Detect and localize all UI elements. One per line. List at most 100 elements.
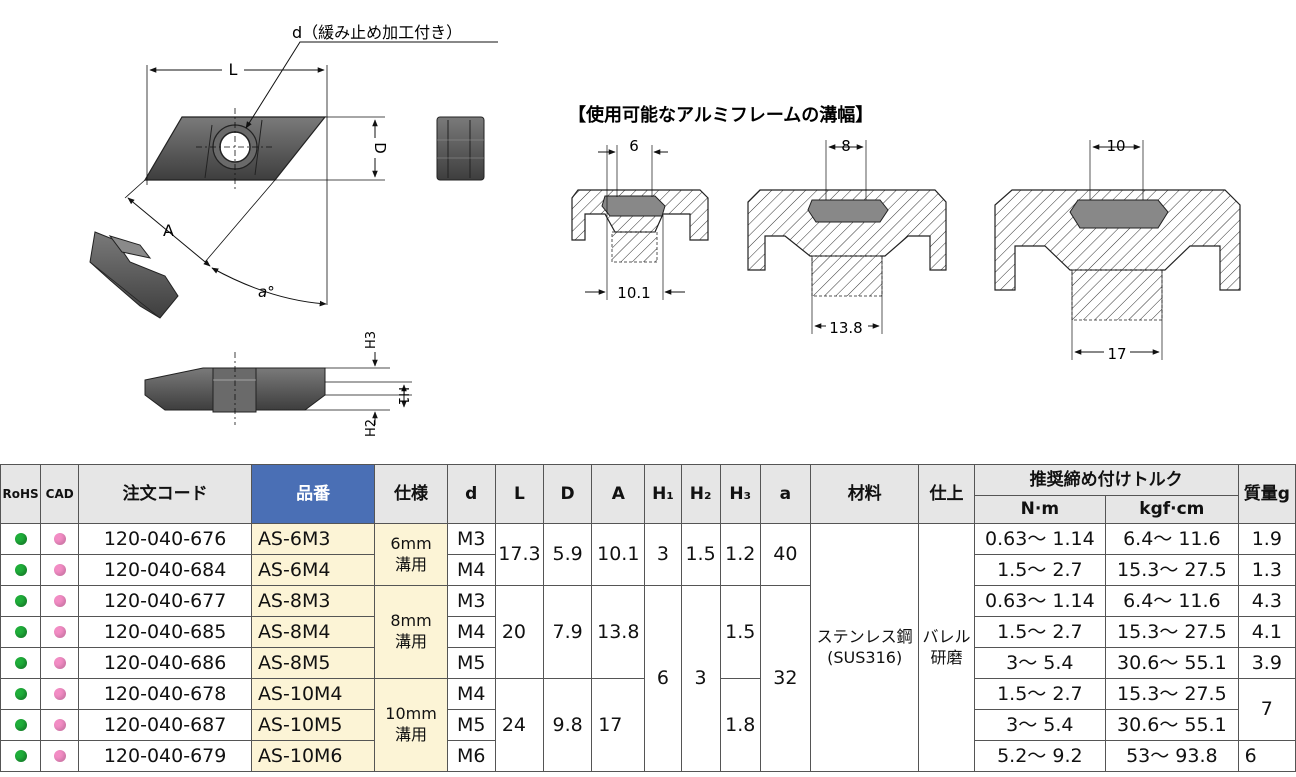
torque-nm: 0.63～ 1.14 — [973, 523, 1107, 555]
order-code[interactable]: 120-040-678 — [78, 678, 252, 710]
order-code[interactable]: 120-040-676 — [78, 523, 252, 555]
mass-cell: 1.9 — [1237, 523, 1296, 555]
col-order-code: 注文コード — [78, 464, 252, 524]
nut-isometric-view — [89, 231, 179, 319]
table-row: 120-040-684 AS-6M4 M4 1.5～ 2.7 15.3～ 27.… — [0, 554, 1296, 586]
cad-cell[interactable] — [40, 523, 80, 555]
order-code[interactable]: 120-040-684 — [78, 554, 252, 586]
torque-nm: 1.5～ 2.7 — [973, 554, 1107, 586]
order-code[interactable]: 120-040-686 — [78, 647, 252, 679]
cad-dot-icon[interactable] — [53, 594, 66, 607]
cad-dot-icon[interactable] — [53, 749, 66, 762]
col-A: A — [591, 464, 646, 524]
rohs-dot-icon — [14, 687, 27, 700]
d-cell: M4 — [446, 554, 496, 586]
torque-nm: 3～ 5.4 — [973, 709, 1107, 741]
rohs-cell — [0, 740, 42, 772]
order-code[interactable]: 120-040-677 — [78, 585, 252, 617]
dim-A-label: A — [163, 221, 174, 240]
rohs-cell — [0, 709, 42, 741]
torque-kgf: 30.6～ 55.1 — [1105, 709, 1239, 741]
cad-cell[interactable] — [40, 616, 80, 648]
H3-cell: 1.2 — [719, 523, 761, 586]
table-row: 120-040-686 AS-8M5 M5 3～ 5.4 30.6～ 55.1 … — [0, 647, 1296, 679]
col-mass: 質量g — [1237, 464, 1296, 524]
torque-kgf: 6.4～ 11.6 — [1105, 523, 1239, 555]
cad-cell[interactable] — [40, 554, 80, 586]
col-d: d — [446, 464, 496, 524]
D-cell: 5.9 — [543, 523, 593, 586]
rohs-cell — [0, 523, 42, 555]
a-cell: 40 — [759, 523, 811, 586]
H3-cell: 1.8 — [719, 678, 761, 772]
nut-top-view — [143, 108, 327, 190]
mass-cell: 4.1 — [1237, 616, 1296, 648]
mass-cell: 3.9 — [1237, 647, 1296, 679]
part-no: AS-10M6 — [250, 740, 376, 772]
cad-cell[interactable] — [40, 647, 80, 679]
torque-nm: 0.63～ 1.14 — [973, 585, 1107, 617]
col-part-no: 品番 — [250, 464, 376, 524]
part-no: AS-8M5 — [250, 647, 376, 679]
rohs-cell — [0, 554, 42, 586]
rohs-dot-icon — [14, 625, 27, 638]
part-no: AS-6M4 — [250, 554, 376, 586]
cad-dot-icon[interactable] — [53, 718, 66, 731]
cad-dot-icon[interactable] — [53, 563, 66, 576]
frame-8-section — [747, 140, 947, 334]
frame-10-top: 10 — [1106, 137, 1125, 155]
cad-cell[interactable] — [40, 585, 80, 617]
col-torque: 推奨締め付けトルク — [973, 464, 1239, 496]
torque-kgf: 53～ 93.8 — [1105, 740, 1239, 772]
d-note: d（緩み止め加工付き） — [292, 23, 462, 42]
col-H1: H₁ — [644, 464, 682, 524]
cad-dot-icon[interactable] — [53, 656, 66, 669]
col-rohs: RoHS — [0, 464, 42, 524]
part-no: AS-8M4 — [250, 616, 376, 648]
rohs-cell — [0, 678, 42, 710]
d-cell: M4 — [446, 616, 496, 648]
nut-side-view — [144, 352, 326, 425]
A-cell: 17 — [591, 678, 646, 772]
frame-6-bottom: 10.1 — [617, 284, 650, 302]
order-code[interactable]: 120-040-679 — [78, 740, 252, 772]
col-D: D — [543, 464, 593, 524]
cad-dot-icon[interactable] — [53, 687, 66, 700]
d-cell: M5 — [446, 709, 496, 741]
torque-kgf: 6.4～ 11.6 — [1105, 585, 1239, 617]
finish-cell: バレル研磨 — [918, 523, 975, 772]
nut-end-view — [436, 116, 485, 181]
rohs-dot-icon — [14, 563, 27, 576]
a-cell: 32 — [759, 585, 811, 772]
cad-dot-icon[interactable] — [53, 532, 66, 545]
torque-nm: 5.2～ 9.2 — [973, 740, 1107, 772]
col-spec: 仕様 — [374, 464, 448, 524]
order-code[interactable]: 120-040-687 — [78, 709, 252, 741]
dim-angle-label: a° — [258, 283, 275, 301]
torque-kgf: 30.6～ 55.1 — [1105, 647, 1239, 679]
dim-L-label: L — [229, 60, 238, 79]
part-no: AS-10M5 — [250, 709, 376, 741]
rohs-cell — [0, 647, 42, 679]
H3-cell: 1.5 — [719, 585, 761, 679]
spec-table: RoHS CAD 注文コード 品番 仕様 d L D A H₁ H₂ H₃ a … — [0, 464, 1296, 772]
col-torque-nm: N·m — [973, 495, 1107, 524]
D-cell: 9.8 — [543, 678, 593, 772]
A-cell: 13.8 — [591, 585, 646, 679]
rohs-dot-icon — [14, 718, 27, 731]
cad-cell[interactable] — [40, 678, 80, 710]
frame-10-section — [994, 140, 1241, 360]
frame-6-section — [571, 145, 709, 300]
col-material: 材料 — [809, 464, 920, 524]
order-code[interactable]: 120-040-685 — [78, 616, 252, 648]
col-finish: 仕上 — [918, 464, 975, 524]
dim-H2-label: H2 — [364, 419, 379, 437]
d-cell: M3 — [446, 523, 496, 555]
cad-dot-icon[interactable] — [53, 625, 66, 638]
L-cell: 24 — [494, 678, 545, 772]
cad-cell[interactable] — [40, 709, 80, 741]
cad-cell[interactable] — [40, 740, 80, 772]
